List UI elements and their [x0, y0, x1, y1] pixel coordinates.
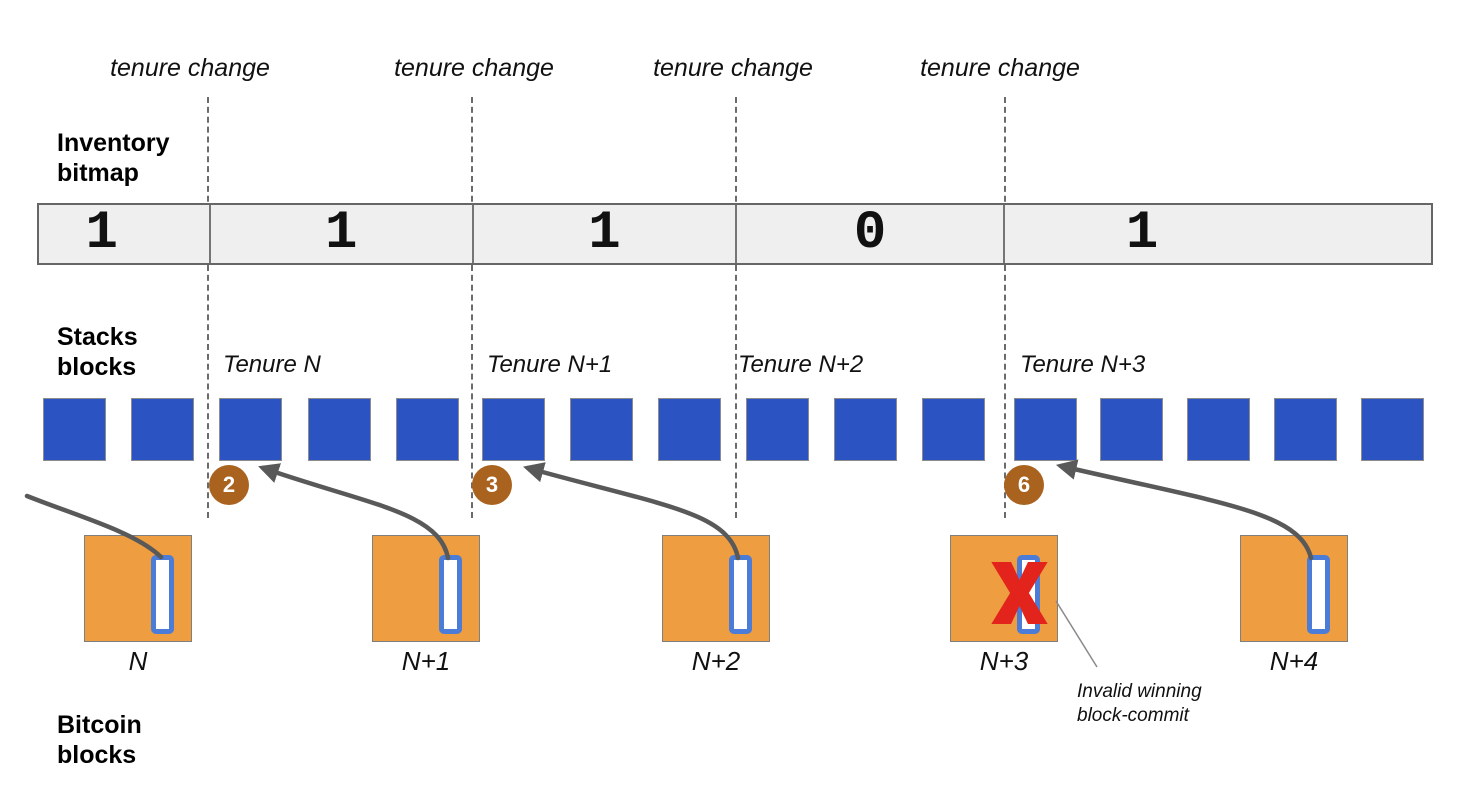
bitmap-cell-value: 0 [853, 203, 887, 264]
inventory-bitmap-label-line2: bitmap [57, 159, 139, 187]
tenure-change-label: tenure change [394, 54, 554, 82]
stacks-block [658, 398, 721, 461]
stacks-block [1100, 398, 1163, 461]
bitmap-cell-value: 1 [85, 203, 118, 264]
bitcoin-block-label: N+3 [979, 646, 1029, 676]
stacks-block [1361, 398, 1424, 461]
bitcoin-block-label: N+1 [401, 646, 451, 676]
tenure-name-label: Tenure N+2 [738, 351, 864, 378]
bitmap-cell: 0 [735, 205, 1003, 263]
tenure-change-label: tenure change [920, 54, 1080, 82]
sortition-number-badge: 6 [1004, 465, 1044, 505]
bitmap-cell: 1 [1003, 205, 1431, 263]
tenure-name-label: Tenure N [223, 351, 321, 378]
bitmap-cell: 1 [39, 205, 209, 263]
bitcoin-blocks-label-line1: Bitcoin [57, 711, 142, 739]
stacks-block [219, 398, 282, 461]
stacks-blocks-label-line2: blocks [57, 353, 137, 381]
stacks-block [746, 398, 809, 461]
stacks-block [396, 398, 459, 461]
tenure-change-label: tenure change [653, 54, 813, 82]
tenure-boundary-line [207, 97, 209, 518]
inventory-bitmap-bar: 1 1 1 0 1 [37, 203, 1433, 265]
stacks-blocks-label-line1: Stacks [57, 323, 138, 351]
block-commit [1307, 555, 1330, 634]
annotation-leader-line [1055, 600, 1098, 668]
bitmap-cell-value: 1 [324, 203, 358, 264]
stacks-block [43, 398, 106, 461]
bitmap-cell-value: 1 [588, 203, 621, 264]
stacks-block [570, 398, 633, 461]
bitcoin-block [372, 535, 480, 642]
stacks-block [482, 398, 545, 461]
bitcoin-block-label: N+2 [691, 646, 741, 676]
bitcoin-block [1240, 535, 1348, 642]
sortition-number-badge: 3 [472, 465, 512, 505]
tenure-name-label: Tenure N+1 [487, 351, 613, 378]
bitmap-cell: 1 [471, 203, 735, 264]
tenure-change-label: tenure change [110, 54, 270, 82]
block-commit [439, 555, 462, 634]
stacks-block [922, 398, 985, 461]
inventory-bitmap-label: Inventory bitmap [57, 128, 170, 188]
bitcoin-blocks-label: Bitcoin blocks [57, 710, 142, 770]
sortition-number-badge: 2 [209, 465, 249, 505]
invalid-commit-annotation: Invalid winning block-commit [1077, 680, 1202, 728]
bitcoin-blocks-label-line2: blocks [57, 741, 137, 769]
invalid-commit-annotation-line2: block-commit [1077, 705, 1189, 726]
block-commit [151, 555, 174, 634]
bitcoin-block [662, 535, 770, 642]
stacks-block [1274, 398, 1337, 461]
invalid-x-icon [991, 562, 1048, 624]
inventory-bitmap-label-line1: Inventory [57, 129, 170, 157]
stacks-block [131, 398, 194, 461]
stacks-block [1014, 398, 1077, 461]
tenure-boundary-line [471, 97, 473, 518]
stacks-blocks-label: Stacks blocks [57, 322, 138, 382]
bitcoin-block-label: N [128, 646, 148, 676]
block-commit [729, 555, 752, 634]
tenure-boundary-line [1004, 97, 1006, 518]
stacks-block [834, 398, 897, 461]
stacks-block [1187, 398, 1250, 461]
bitcoin-block [84, 535, 192, 642]
bitmap-cell: 1 [208, 203, 472, 264]
stacks-block [308, 398, 371, 461]
bitmap-cell-value: 1 [1125, 203, 1159, 264]
tenure-boundary-line [735, 97, 737, 518]
invalid-commit-annotation-line1: Invalid winning [1077, 681, 1202, 702]
bitcoin-block [950, 535, 1058, 642]
bitcoin-block-label: N+4 [1269, 646, 1319, 676]
tenure-name-label: Tenure N+3 [1020, 351, 1146, 378]
